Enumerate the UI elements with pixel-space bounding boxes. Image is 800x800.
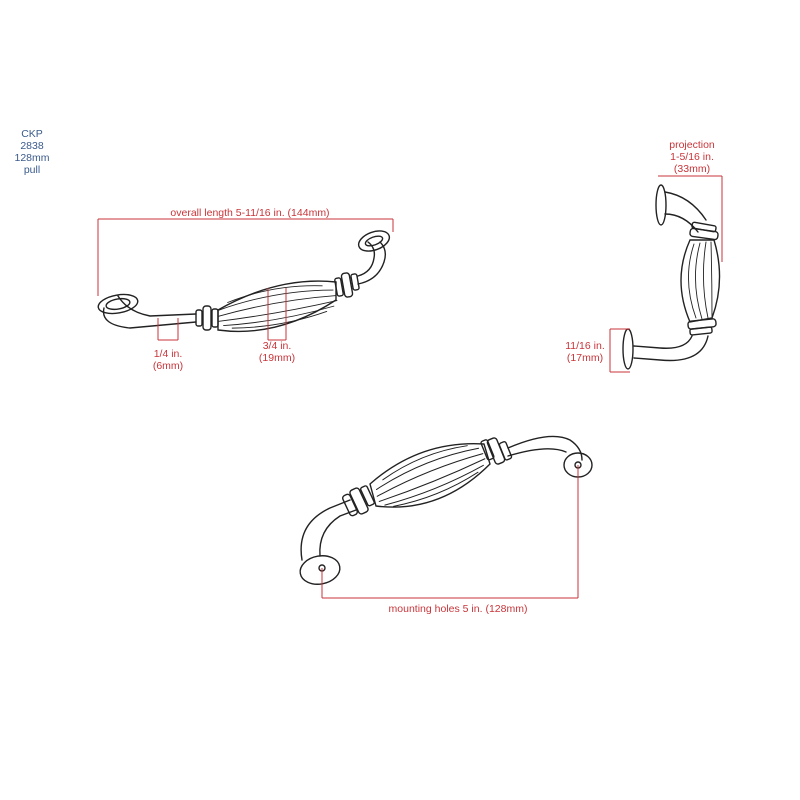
mounting-holes-label: mounting holes 5 in. (128mm): [388, 603, 528, 615]
grip-width-label: 3/4 in. (19mm): [252, 340, 302, 364]
product-code-line: 128mm: [14, 152, 50, 164]
grip-width-dimension: [267, 288, 287, 341]
projection-mm: (33mm): [673, 163, 711, 175]
mounting-holes-dimension: [321, 465, 579, 599]
grip-width-mm: (19mm): [258, 352, 296, 364]
front-view-handle: [97, 230, 391, 335]
neck-width-dimension: [157, 318, 179, 341]
neck-width-label: 1/4 in. (6mm): [148, 348, 188, 372]
projection-dimension: [658, 175, 723, 262]
base-height-mm: (17mm): [566, 352, 604, 364]
grip-width-in: 3/4 in.: [262, 340, 292, 352]
base-height-label: 11/16 in. (17mm): [560, 340, 610, 364]
product-code-line: pull: [23, 164, 41, 176]
neck-width-in: 1/4 in.: [153, 348, 183, 360]
product-code-line: 2838: [20, 140, 44, 152]
neck-width-mm: (6mm): [152, 360, 184, 372]
overall-length-dimension: [97, 218, 394, 296]
side-view-handle: [622, 184, 721, 370]
product-code-line: CKP: [21, 128, 43, 140]
overall-length-label: overall length 5-11/16 in. (144mm): [170, 207, 330, 219]
projection-title: projection: [669, 139, 715, 151]
product-code-label: CKP 2838 128mm pull: [12, 128, 52, 176]
base-height-in: 11/16 in.: [565, 340, 605, 352]
projection-in: 1-5/16 in.: [670, 151, 714, 163]
projection-label: projection 1-5/16 in. (33mm): [658, 139, 726, 175]
perspective-view-handle: [299, 435, 593, 585]
base-height-dimension: [609, 328, 630, 373]
